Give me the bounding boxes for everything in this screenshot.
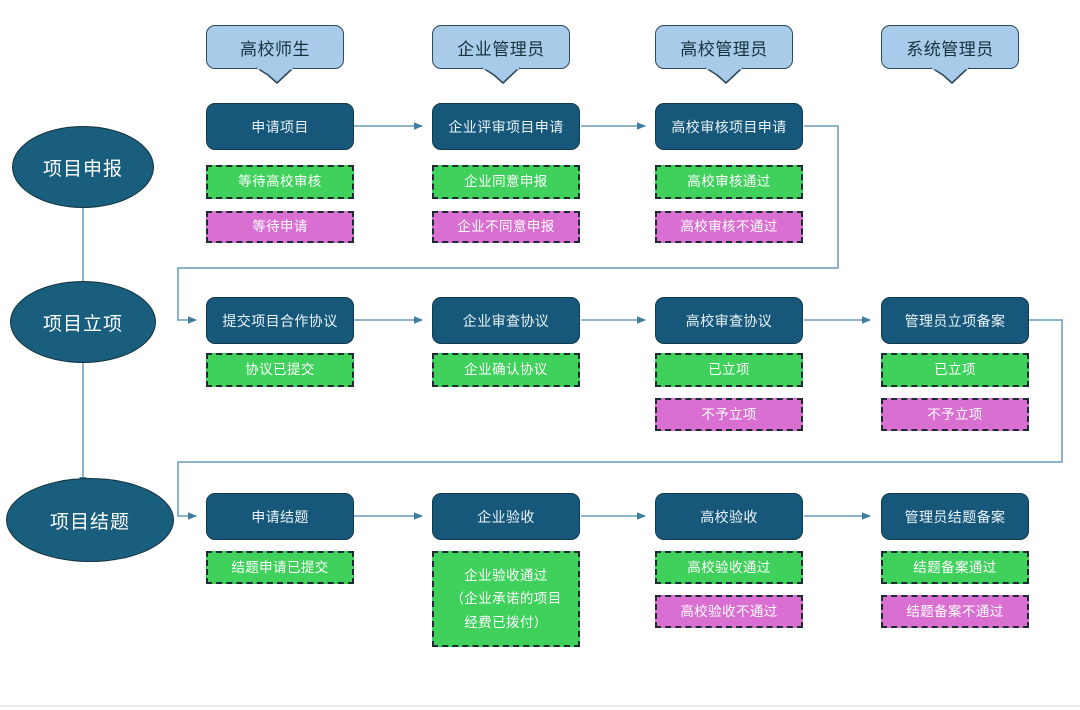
- status-chip-r2c3-fail[interactable]: 不予立项: [655, 398, 803, 431]
- process-label: 企业评审项目申请: [448, 118, 564, 135]
- process-box-r2c3[interactable]: 高校审查协议: [655, 297, 803, 344]
- status-label: 不予立项: [701, 406, 757, 422]
- role-header-0[interactable]: 高校师生: [206, 25, 344, 84]
- bubble-tail-icon: [931, 66, 969, 84]
- status-label: 已立项: [934, 362, 976, 378]
- status-chip-r3c3-pass[interactable]: 高校验收通过: [655, 551, 803, 584]
- status-label: 不予立项: [927, 406, 983, 422]
- status-chip-r1c3-pass[interactable]: 高校审核通过: [655, 165, 803, 199]
- status-chip-r2c1-pass[interactable]: 协议已提交: [206, 353, 354, 387]
- stage-label: 项目结题: [49, 511, 130, 533]
- status-chip-r3c1-pass[interactable]: 结题申请已提交: [206, 551, 354, 584]
- status-label: 企业确认协议: [464, 362, 548, 378]
- role-header-label: 系统管理员: [906, 39, 994, 59]
- status-chip-r1c1-fail[interactable]: 等待申请: [206, 211, 354, 243]
- role-header-label: 企业管理员: [457, 39, 545, 59]
- status-chip-r1c2-fail[interactable]: 企业不同意申报: [432, 211, 580, 243]
- status-chip-r1c2-pass[interactable]: 企业同意申报: [432, 165, 580, 199]
- status-chip-r1c1-pass[interactable]: 等待高校审核: [206, 165, 354, 199]
- stage-ellipse-1[interactable]: 项目立项: [10, 281, 156, 363]
- process-label: 高校验收: [700, 508, 758, 525]
- process-box-r2c4[interactable]: 管理员立项备案: [881, 297, 1029, 344]
- stage-label: 项目立项: [42, 313, 123, 335]
- status-label: 企业同意申报: [464, 174, 548, 190]
- bubble-tail-icon: [256, 66, 294, 84]
- process-label: 高校审核项目申请: [671, 118, 787, 135]
- role-header-label: 高校师生: [240, 39, 310, 59]
- process-label: 高校审查协议: [685, 312, 773, 329]
- process-label: 管理员立项备案: [904, 312, 1006, 329]
- process-box-r3c3[interactable]: 高校验收: [655, 493, 803, 540]
- bubble-tail-icon: [482, 66, 520, 84]
- process-box-r3c2[interactable]: 企业验收: [432, 493, 580, 540]
- stage-label: 项目申报: [42, 158, 123, 180]
- status-label: 高校审核通过: [687, 174, 771, 190]
- status-chip-r2c4-pass[interactable]: 已立项: [881, 353, 1029, 387]
- status-label: 企业验收通过 （企业承诺的项目 经费已拨付）: [450, 567, 562, 630]
- status-label: 高校审核不通过: [680, 219, 778, 235]
- process-box-r2c1[interactable]: 提交项目合作协议: [206, 297, 354, 344]
- process-label: 申请项目: [251, 118, 309, 135]
- status-label: 结题申请已提交: [231, 559, 329, 575]
- status-chip-r2c4-fail[interactable]: 不予立项: [881, 398, 1029, 431]
- process-label: 提交项目合作协议: [222, 312, 338, 329]
- process-label: 企业验收: [477, 508, 535, 525]
- process-box-r1c1[interactable]: 申请项目: [206, 103, 354, 150]
- status-chip-r2c3-pass[interactable]: 已立项: [655, 353, 803, 387]
- status-label: 协议已提交: [245, 362, 315, 378]
- stage-ellipse-0[interactable]: 项目申报: [12, 126, 154, 208]
- process-box-r3c1[interactable]: 申请结题: [206, 493, 354, 540]
- process-box-r2c2[interactable]: 企业审查协议: [432, 297, 580, 344]
- status-chip-r3c4-fail[interactable]: 结题备案不通过: [881, 595, 1029, 628]
- status-chip-r3c2-pass[interactable]: 企业验收通过 （企业承诺的项目 经费已拨付）: [432, 551, 580, 647]
- bubble-tail-icon: [705, 66, 743, 84]
- process-box-r1c3[interactable]: 高校审核项目申请: [655, 103, 803, 150]
- status-chip-r3c4-pass[interactable]: 结题备案通过: [881, 551, 1029, 584]
- status-label: 已立项: [708, 362, 750, 378]
- process-label: 企业审查协议: [462, 312, 550, 329]
- role-header-label: 高校管理员: [680, 39, 768, 59]
- status-label: 高校验收不通过: [680, 603, 778, 619]
- role-header-3[interactable]: 系统管理员: [881, 25, 1019, 84]
- process-label: 管理员结题备案: [904, 508, 1006, 525]
- status-label: 结题备案不通过: [906, 603, 1004, 619]
- status-chip-r2c2-pass[interactable]: 企业确认协议: [432, 353, 580, 387]
- status-label: 等待高校审核: [238, 174, 322, 190]
- process-box-r3c4[interactable]: 管理员结题备案: [881, 493, 1029, 540]
- status-label: 企业不同意申报: [457, 219, 555, 235]
- status-label: 结题备案通过: [913, 559, 997, 575]
- process-label: 申请结题: [251, 508, 309, 525]
- role-header-2[interactable]: 高校管理员: [655, 25, 793, 84]
- process-box-r1c2[interactable]: 企业评审项目申请: [432, 103, 580, 150]
- status-label: 高校验收通过: [687, 559, 771, 575]
- status-label: 等待申请: [252, 219, 308, 235]
- status-chip-r3c3-fail[interactable]: 高校验收不通过: [655, 595, 803, 628]
- role-header-1[interactable]: 企业管理员: [432, 25, 570, 84]
- stage-ellipse-2[interactable]: 项目结题: [6, 478, 174, 562]
- status-chip-r1c3-fail[interactable]: 高校审核不通过: [655, 211, 803, 243]
